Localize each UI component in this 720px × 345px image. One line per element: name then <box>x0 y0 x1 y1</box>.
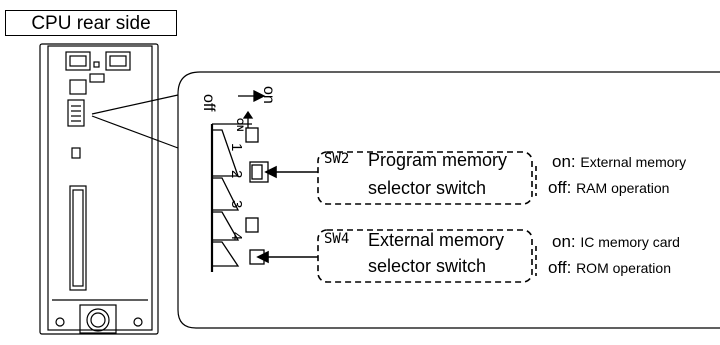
zoom-callout <box>91 71 720 329</box>
title-label: CPU rear side <box>5 10 177 36</box>
dip-number-4: 4 <box>228 232 245 241</box>
dip-number-2: 2 <box>228 170 245 179</box>
sw2-tag: SW2 <box>324 151 350 167</box>
dip-number-1: 1 <box>228 143 245 152</box>
sw2-off-text: RAM operation <box>576 180 670 196</box>
sw4-off-label: off: <box>548 258 572 277</box>
sw4-line1: External memory <box>368 230 505 250</box>
dip-on-header: ON <box>235 118 245 132</box>
direction-on-label: on <box>260 86 277 104</box>
direction-off-label: off <box>200 94 217 112</box>
sw4-on-option: on: IC memory card <box>552 232 680 252</box>
sw2-line1: Program memory <box>368 150 508 170</box>
sw2-on-label: on: <box>552 152 576 171</box>
sw4-off-text: ROM operation <box>576 260 671 276</box>
sw2-on-option: on: External memory <box>552 152 686 172</box>
dip-switch-enlarged <box>210 89 269 272</box>
sw2-off-option: off: RAM operation <box>548 178 669 198</box>
callout-lines <box>256 151 537 283</box>
sw4-tag: SW4 <box>324 231 350 247</box>
sw4-line2: selector switch <box>368 256 487 276</box>
sw4-on-label: on: <box>552 232 576 251</box>
cpu-module <box>39 43 159 335</box>
sw2-on-text: External memory <box>580 154 687 170</box>
sw2-line2: selector switch <box>368 178 487 198</box>
sw2-off-label: off: <box>548 178 572 197</box>
sw4-on-text: IC memory card <box>580 234 680 250</box>
dip-number-3: 3 <box>228 200 245 209</box>
sw4-off-option: off: ROM operation <box>548 258 671 278</box>
